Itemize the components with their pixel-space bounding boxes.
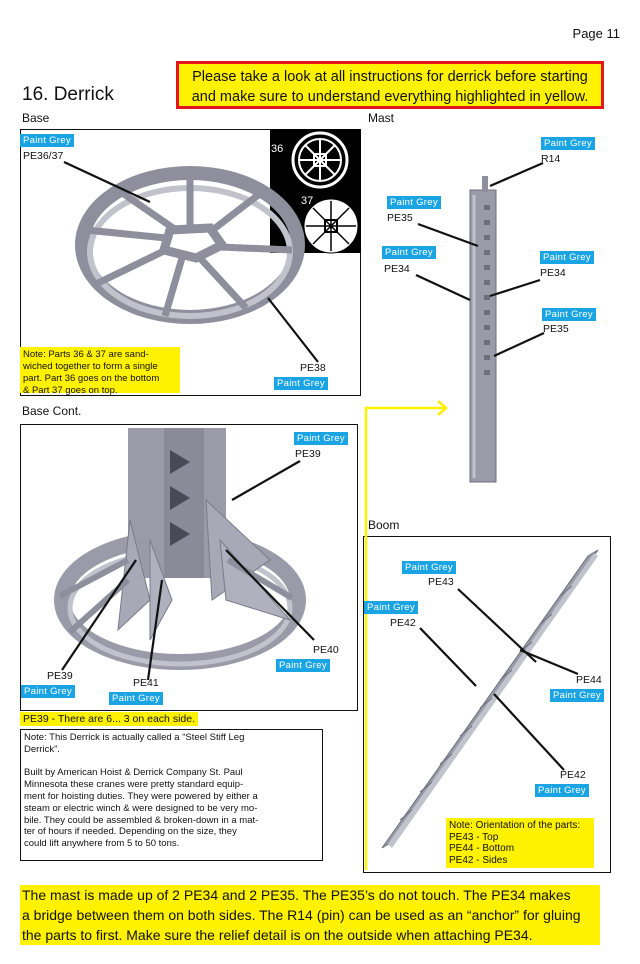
base-cont-frame bbox=[20, 424, 358, 711]
footer-instructions: The mast is made up of 2 PE34 and 2 PE35… bbox=[20, 885, 600, 945]
part-label-pe35: PE35 bbox=[543, 323, 569, 335]
section-mast: Mast bbox=[368, 111, 395, 125]
section-base-cont: Base Cont. bbox=[22, 404, 82, 418]
paint-tag: Paint Grey bbox=[535, 784, 589, 797]
boom-drawing bbox=[381, 549, 599, 849]
part-36-drawing bbox=[291, 131, 349, 189]
boom-frame bbox=[363, 536, 611, 873]
mast-perforations bbox=[484, 205, 490, 375]
part-label-pe36-37: PE36/37 bbox=[23, 150, 64, 162]
paint-tag: Paint Grey bbox=[402, 561, 456, 574]
part-label-pe35: PE35 bbox=[387, 212, 413, 224]
part-label-pe43: PE43 bbox=[428, 576, 454, 588]
paint-tag: Paint Grey bbox=[274, 377, 328, 390]
history-note: Note: This Derrick is actually called a … bbox=[20, 729, 323, 861]
paint-tag: Paint Grey bbox=[20, 134, 74, 147]
base-cont-drawing bbox=[54, 428, 306, 670]
warning-line-2: and make sure to understand everything h… bbox=[191, 89, 589, 105]
part-label-pe34: PE34 bbox=[540, 267, 566, 279]
footer-line-1: The mast is made up of 2 PE34 and 2 PE35… bbox=[22, 887, 571, 903]
section-boom: Boom bbox=[368, 518, 400, 532]
part-label-pe40: PE40 bbox=[313, 644, 339, 656]
paint-tag: Paint Grey bbox=[542, 308, 596, 321]
paint-tag: Paint Grey bbox=[387, 196, 441, 209]
paint-tag: Paint Grey bbox=[550, 689, 604, 702]
paint-tag: Paint Grey bbox=[294, 432, 348, 445]
footer-line-3: the parts to first. Make sure the relief… bbox=[22, 927, 533, 943]
mast-drawing bbox=[469, 176, 497, 483]
part-label-pe42: PE42 bbox=[390, 617, 416, 629]
section-base: Base bbox=[22, 111, 50, 125]
part-label-pe42: PE42 bbox=[560, 769, 586, 781]
pe39-note: PE39 - There are 6... 3 on each side. bbox=[20, 712, 198, 726]
paint-tag: Paint Grey bbox=[276, 659, 330, 672]
part-label-pe34: PE34 bbox=[384, 263, 410, 275]
part-label-pe44: PE44 bbox=[576, 674, 602, 686]
paint-tag: Paint Grey bbox=[109, 692, 163, 705]
leader-lines bbox=[61, 161, 579, 771]
page-number: Page 11 bbox=[572, 26, 620, 41]
paint-tag: Paint Grey bbox=[382, 246, 436, 259]
page-title: 16. Derrick bbox=[22, 84, 114, 105]
base-frame bbox=[20, 129, 361, 396]
connector-arrow bbox=[364, 400, 448, 870]
paint-tag: Paint Grey bbox=[541, 137, 595, 150]
paint-tag: Paint Grey bbox=[364, 601, 418, 614]
paint-tag: Paint Grey bbox=[21, 685, 75, 698]
inset-label-37: 37 bbox=[301, 195, 314, 207]
footer-line-2: a bridge between them on both sides. The… bbox=[22, 907, 581, 923]
paint-tag: Paint Grey bbox=[540, 251, 594, 264]
base-wheel-drawing bbox=[75, 166, 305, 324]
part-37-drawing bbox=[303, 198, 359, 254]
part-label-pe38: PE38 bbox=[300, 362, 326, 374]
part-label-pe41: PE41 bbox=[133, 677, 159, 689]
boom-note: Note: Orientation of the parts: PE43 - T… bbox=[446, 818, 594, 868]
part-label-r14: R14 bbox=[541, 153, 561, 165]
warning-banner: Please take a look at all instructions f… bbox=[176, 61, 604, 109]
part-label-pe39: PE39 bbox=[295, 448, 321, 460]
part-label-pe39: PE39 bbox=[47, 670, 73, 682]
inset-label-36: 36 bbox=[271, 143, 284, 155]
base-note: Note: Parts 36 & 37 are sand- wiched tog… bbox=[20, 347, 180, 396]
warning-line-1: Please take a look at all instructions f… bbox=[192, 69, 588, 85]
